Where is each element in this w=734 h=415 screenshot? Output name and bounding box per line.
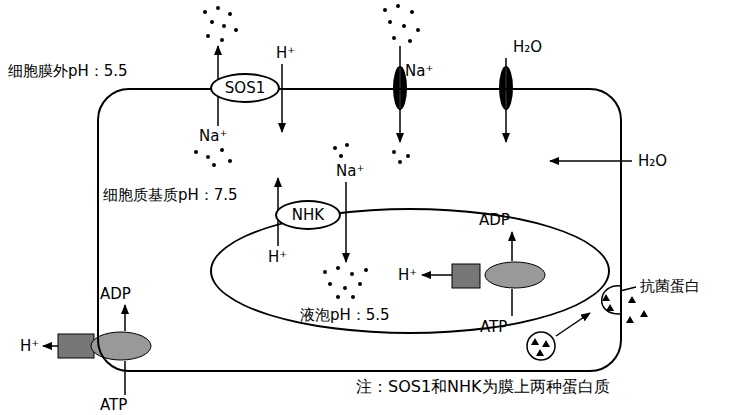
note: 注：SOS1和NHK为膜上两种蛋白质: [356, 378, 610, 396]
region-label: 液泡pH：5.5: [300, 306, 390, 324]
energy-label: ATP: [480, 318, 507, 336]
energy-label: ADP: [100, 285, 131, 303]
protein-label: 抗菌蛋白: [640, 277, 700, 295]
membrane-protein: SOS1: [210, 73, 280, 103]
ion-label: H⁺: [398, 266, 417, 284]
proton-pump: [58, 262, 545, 360]
transport-arrows: [43, 46, 636, 395]
ion-label: Na⁺: [405, 62, 433, 80]
protein-name: SOS1: [225, 79, 265, 97]
energy-label: ATP: [100, 396, 127, 414]
ion-dots: [194, 4, 420, 299]
protein-name: NHK: [292, 206, 324, 224]
region-label: 细胞质基质pH：7.5: [103, 186, 238, 204]
exocytosis: [527, 286, 648, 360]
molecule-label: H₂O: [513, 38, 542, 56]
ion-label: H⁺: [20, 337, 39, 355]
membrane-protein: NHK: [275, 200, 341, 230]
ion-label: Na⁺: [199, 127, 227, 145]
molecule-label: H₂O: [638, 152, 667, 170]
energy-label: ADP: [479, 211, 510, 229]
region-label: 细胞膜外pH：5.5: [8, 62, 128, 80]
cell-membrane: 细胞质基质pH：7.5SOS1液泡pH：5.5NHK: [97, 88, 622, 372]
ion-label: H⁺: [268, 248, 287, 266]
ion-label: Na⁺: [336, 162, 364, 180]
ion-label: H⁺: [276, 44, 295, 62]
